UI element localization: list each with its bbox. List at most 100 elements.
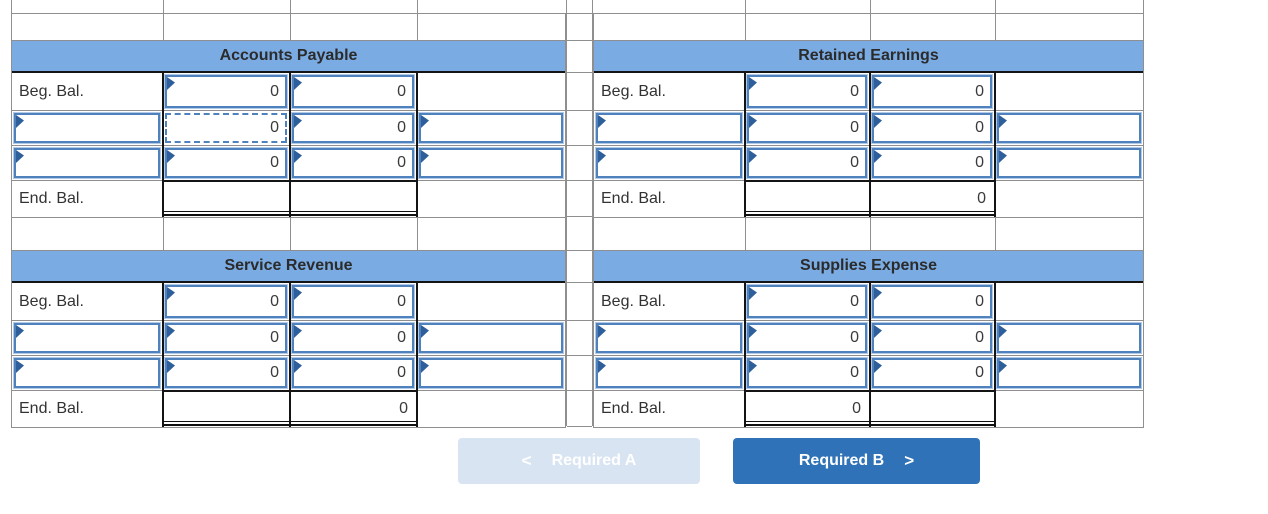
cell-marker-icon	[749, 150, 757, 163]
beg-credit-input[interactable]: 0	[292, 285, 414, 318]
entry1-label-input[interactable]	[14, 113, 160, 143]
taccount-accounts-payable: Accounts Payable Beg. Bal. 0 0 0 0 0 0 E…	[11, 40, 566, 218]
cell	[594, 321, 745, 356]
grid-cell	[567, 283, 592, 321]
grid-line	[870, 216, 871, 250]
beg-credit-input[interactable]: 0	[292, 75, 414, 108]
cell-value: 0	[270, 154, 279, 171]
grid-line	[870, 14, 871, 40]
grid-line	[290, 14, 291, 40]
cell-value: 0	[397, 329, 406, 346]
entry1-credit-input[interactable]: 0	[872, 113, 992, 143]
entry1-credit-input[interactable]: 0	[292, 323, 414, 353]
taccount-rule	[162, 283, 164, 427]
entry2-extra-input[interactable]	[997, 148, 1141, 178]
cell-marker-icon	[421, 115, 429, 128]
entry1-debit-input[interactable]: 0	[747, 323, 867, 353]
entry2-label-input[interactable]	[14, 148, 160, 178]
entry1-extra-input[interactable]	[419, 323, 563, 353]
entry2-extra-input[interactable]	[419, 148, 563, 178]
beg-debit-input[interactable]: 0	[165, 75, 287, 108]
cell-value: 0	[975, 364, 984, 381]
cell-marker-icon	[421, 150, 429, 163]
beg-debit-input[interactable]: 0	[165, 285, 287, 318]
required-a-button[interactable]: < Required A	[458, 438, 700, 484]
cell: 0	[290, 356, 417, 391]
taccount-retained-earnings: Retained Earnings Beg. Bal. 0 0 0 0 0 0 …	[593, 40, 1144, 218]
cell-marker-icon	[749, 115, 757, 128]
entry1-debit-input-focused[interactable]: 0	[165, 113, 287, 143]
entry2-debit-input[interactable]: 0	[165, 358, 287, 388]
cell-marker-icon	[421, 360, 429, 373]
entry2-debit-input[interactable]: 0	[747, 358, 867, 388]
cell: 0	[745, 73, 870, 111]
beg-debit-input[interactable]: 0	[747, 285, 867, 318]
taccount-title: Service Revenue	[12, 251, 565, 283]
entry1-extra-input[interactable]	[997, 323, 1141, 353]
cell	[12, 356, 163, 391]
cell-marker-icon	[999, 150, 1007, 163]
entry2-extra-input[interactable]	[419, 358, 563, 388]
double-underline	[163, 211, 417, 216]
entry1-debit-input[interactable]: 0	[747, 113, 867, 143]
grid-line	[995, 14, 996, 40]
cell-value: 0	[850, 292, 859, 310]
end-credit-value: 0	[977, 190, 986, 207]
entry1-label-input[interactable]	[596, 323, 742, 353]
entry2-label-input[interactable]	[596, 148, 742, 178]
cell: 0	[745, 356, 870, 391]
cell	[995, 73, 1143, 111]
entry2-credit-input[interactable]: 0	[292, 358, 414, 388]
entry2-credit-input[interactable]: 0	[292, 148, 414, 178]
cell	[594, 146, 745, 181]
entry2-label-input[interactable]	[596, 358, 742, 388]
entry1-extra-input[interactable]	[997, 113, 1141, 143]
required-b-button[interactable]: Required B >	[733, 438, 980, 484]
cell: 0	[745, 283, 870, 321]
cell-value: 0	[850, 119, 859, 136]
cell	[995, 111, 1143, 146]
grid-line	[163, 0, 164, 13]
beg-credit-input[interactable]: 0	[872, 285, 992, 318]
grid-line	[1143, 0, 1144, 13]
entry1-label-input[interactable]	[14, 323, 160, 353]
grid-line	[592, 0, 593, 13]
entry1-label-input[interactable]	[596, 113, 742, 143]
cell-marker-icon	[749, 360, 757, 373]
entry1-credit-input[interactable]: 0	[872, 323, 992, 353]
entry1-debit-input[interactable]: 0	[165, 323, 287, 353]
cell-marker-icon	[598, 360, 606, 373]
entry2-extra-input[interactable]	[997, 358, 1141, 388]
grid-line	[417, 0, 418, 13]
cell: 0	[163, 356, 290, 391]
grid-cell	[567, 111, 592, 146]
beg-debit-input[interactable]: 0	[747, 75, 867, 108]
grid-cell	[567, 391, 592, 427]
entry2-debit-input[interactable]: 0	[165, 148, 287, 178]
grid-row	[11, 216, 566, 250]
end-bal-label: End. Bal.	[594, 391, 745, 427]
cell-marker-icon	[598, 325, 606, 338]
entry1-credit-input[interactable]: 0	[292, 113, 414, 143]
cell-value: 0	[975, 82, 984, 100]
entry1-extra-input[interactable]	[419, 113, 563, 143]
entry2-label-input[interactable]	[14, 358, 160, 388]
cell	[995, 181, 1143, 217]
cell-value: 0	[850, 364, 859, 381]
grid-cell	[567, 251, 592, 283]
beg-credit-input[interactable]: 0	[872, 75, 992, 108]
cell-value: 0	[397, 154, 406, 171]
taccount-title: Retained Earnings	[594, 41, 1143, 73]
cell-marker-icon	[167, 150, 175, 163]
cell	[417, 111, 565, 146]
cell-value: 0	[850, 329, 859, 346]
cell: 0	[290, 146, 417, 181]
entry2-credit-input[interactable]: 0	[872, 148, 992, 178]
cell-marker-icon	[16, 115, 24, 128]
cell-value: 0	[270, 82, 279, 100]
taccount-rule	[744, 283, 746, 427]
entry2-debit-input[interactable]: 0	[747, 148, 867, 178]
grid-gap-column	[566, 13, 593, 427]
entry2-credit-input[interactable]: 0	[872, 358, 992, 388]
cell-marker-icon	[294, 77, 302, 90]
